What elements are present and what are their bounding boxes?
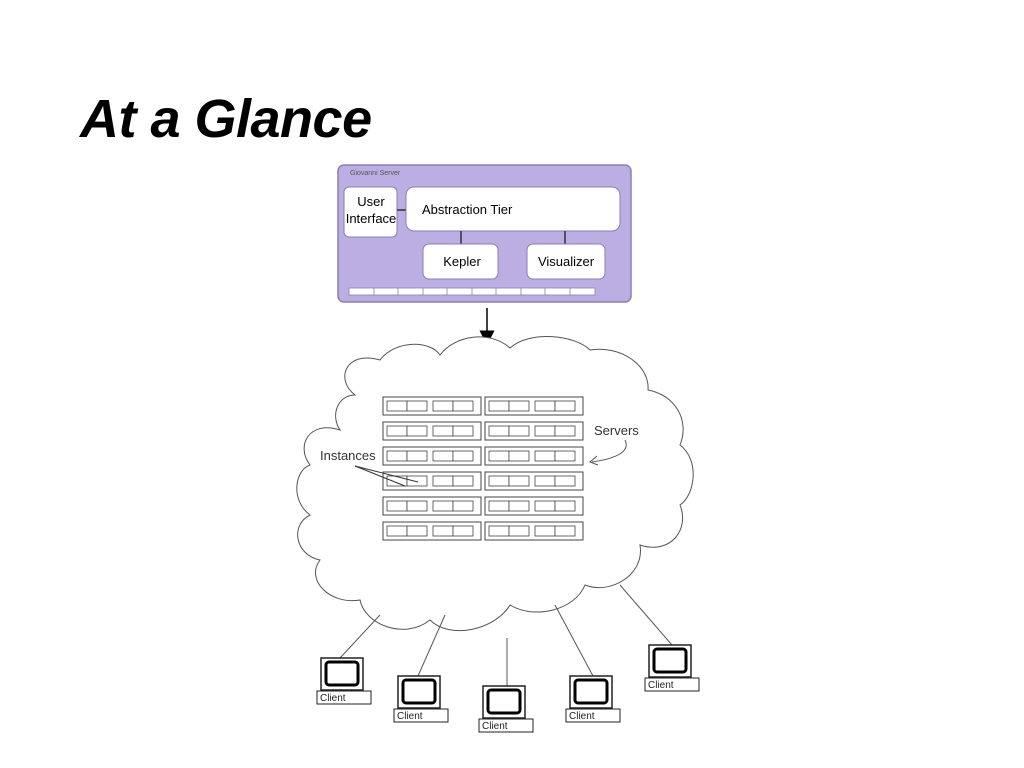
- instance-slot: [432, 425, 454, 437]
- instance-slot: [534, 525, 556, 537]
- instance-slot: [534, 425, 556, 437]
- instance-slot: [406, 425, 428, 437]
- instance-slot: [534, 400, 556, 412]
- instance-slot: [432, 400, 454, 412]
- instance-slot: [386, 400, 408, 412]
- instance-slot: [452, 500, 474, 512]
- kepler-label: Kepler: [443, 254, 481, 269]
- instance-slot: [488, 450, 510, 462]
- abstraction-tier-label: Abstraction Tier: [422, 202, 513, 217]
- client-label: Client: [482, 721, 508, 732]
- client-label: Client: [320, 693, 346, 704]
- client-label: Client: [569, 711, 595, 722]
- server-rack: [484, 471, 584, 491]
- instance-slot: [508, 525, 530, 537]
- instance-slot: [452, 400, 474, 412]
- instance-slot: [386, 500, 408, 512]
- server-rack: [484, 446, 584, 466]
- user-interface-box: User Interface: [343, 186, 398, 238]
- instance-slot: [386, 525, 408, 537]
- client-computer-icon: Client: [316, 657, 372, 705]
- instance-slot: [534, 450, 556, 462]
- instance-slot: [554, 475, 576, 487]
- user-interface-label-line1: User: [357, 194, 385, 209]
- server-rack: [484, 396, 584, 416]
- instance-slot: [386, 450, 408, 462]
- visualizer-box: Visualizer: [526, 243, 606, 280]
- server-racks: [382, 396, 584, 541]
- instances-pointer-2: [354, 465, 406, 487]
- visualizer-label: Visualizer: [538, 254, 595, 269]
- server-rack: [382, 421, 482, 441]
- instances-label: Instances: [320, 448, 376, 463]
- server-rack: [484, 421, 584, 441]
- client-computer-icon: Client: [565, 675, 621, 723]
- server-rack: [382, 496, 482, 516]
- server-rack: [382, 471, 482, 491]
- instance-slot: [508, 475, 530, 487]
- instance-slot: [452, 475, 474, 487]
- instance-slot: [432, 525, 454, 537]
- instance-slot: [488, 500, 510, 512]
- instance-slot: [432, 475, 454, 487]
- instance-slot: [406, 500, 428, 512]
- instance-slot: [508, 450, 530, 462]
- instance-slot: [488, 525, 510, 537]
- instance-slot: [406, 525, 428, 537]
- instance-slot: [406, 400, 428, 412]
- instance-slot: [554, 400, 576, 412]
- client-computer-icon: Client: [478, 685, 534, 733]
- client-computer-icon: Client: [644, 644, 700, 692]
- abstraction-tier-box: Abstraction Tier: [405, 186, 621, 232]
- user-interface-label-line2: Interface: [346, 211, 397, 226]
- instance-slot: [534, 500, 556, 512]
- giovanni-server-label: Giovanni Server: [350, 170, 401, 177]
- server-resource-strip: [348, 287, 596, 296]
- server-rack: [382, 396, 482, 416]
- instance-slot: [452, 525, 474, 537]
- instance-slot: [386, 475, 408, 487]
- instance-slot: [534, 475, 556, 487]
- instance-slot: [488, 475, 510, 487]
- instance-slot: [488, 400, 510, 412]
- instance-slot: [554, 450, 576, 462]
- client-label: Client: [648, 680, 674, 691]
- server-rack: [382, 521, 482, 541]
- instance-slot: [452, 450, 474, 462]
- instance-slot: [386, 425, 408, 437]
- instance-slot: [406, 475, 428, 487]
- instance-slot: [406, 450, 428, 462]
- instance-slot: [554, 525, 576, 537]
- instances-pointer-1: [354, 465, 419, 483]
- slide-title: At a Glance: [80, 89, 372, 149]
- instance-slot: [508, 425, 530, 437]
- kepler-box: Kepler: [422, 243, 499, 280]
- instance-slot: [432, 450, 454, 462]
- instance-slot: [554, 425, 576, 437]
- instance-slot: [554, 500, 576, 512]
- client-connections: [339, 584, 673, 686]
- instance-slot: [508, 400, 530, 412]
- server-rack: [484, 521, 584, 541]
- instance-slot: [432, 500, 454, 512]
- client-label: Client: [397, 711, 423, 722]
- servers-pointer: [591, 439, 627, 463]
- server-rack: [382, 446, 482, 466]
- instance-slot: [488, 425, 510, 437]
- client-computer-icon: Client: [393, 675, 449, 723]
- server-rack: [484, 496, 584, 516]
- instance-slot: [508, 500, 530, 512]
- giovanni-server-box: Giovanni Server User Interface Abstracti…: [337, 164, 632, 303]
- servers-label: Servers: [594, 423, 639, 438]
- instance-slot: [452, 425, 474, 437]
